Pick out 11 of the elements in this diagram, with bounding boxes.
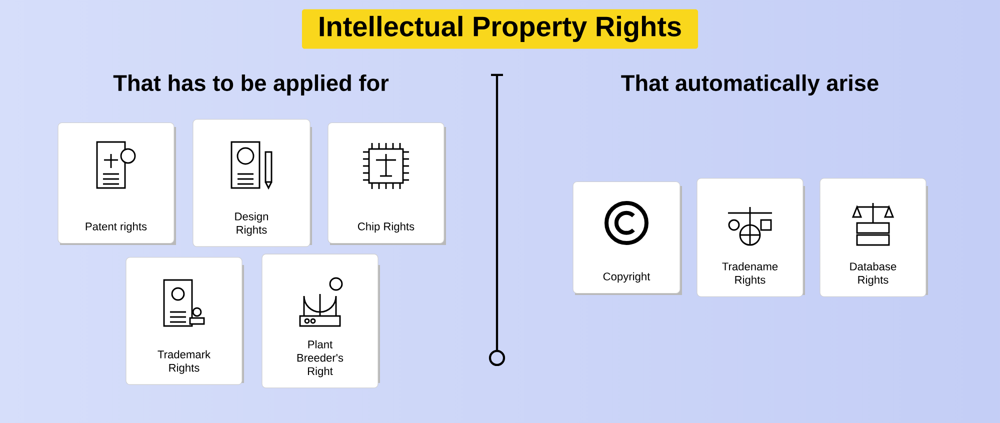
- rights-card: Patent rights: [58, 122, 174, 244]
- rights-card: Chip Rights: [328, 122, 444, 244]
- rights-card: Plant Breeder's Right: [262, 254, 378, 388]
- rights-card: Design Rights: [192, 119, 310, 247]
- title-banner: Intellectual Property Rights: [302, 9, 698, 49]
- rights-card: Copyright: [572, 181, 680, 294]
- rights-card: Database Rights: [820, 178, 926, 297]
- rights-card: Tradename Rights: [696, 178, 804, 297]
- section-heading: That automatically arise: [621, 74, 878, 96]
- rights-card: Trademark Rights: [126, 257, 242, 385]
- section-heading: That has to be applied for: [113, 74, 389, 96]
